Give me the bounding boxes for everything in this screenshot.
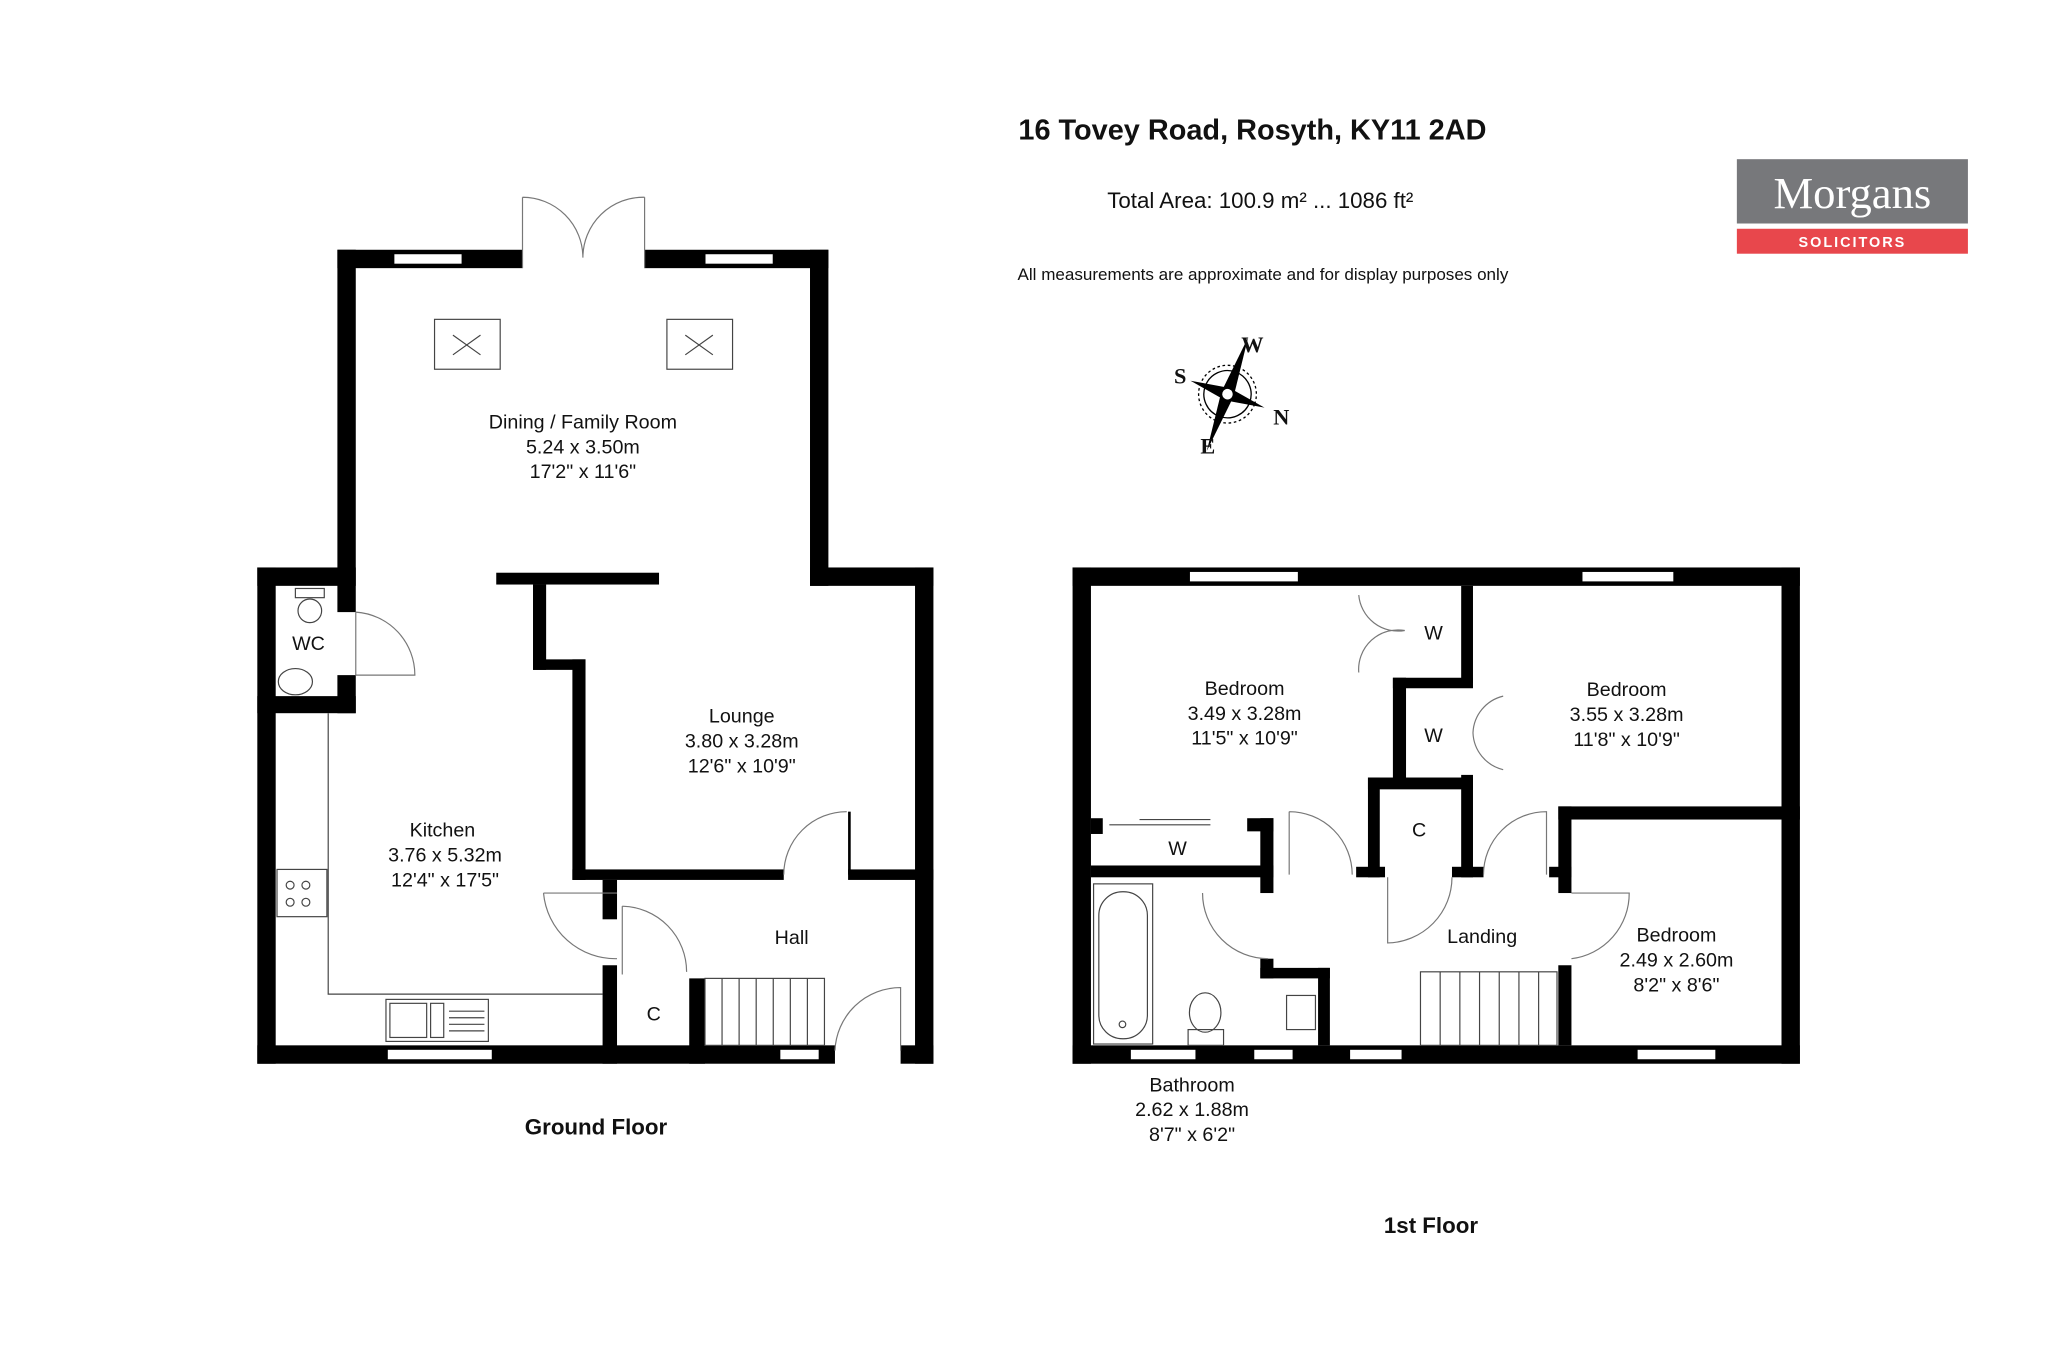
room-bedroom2-imperial: 11'8" x 10'9" bbox=[1573, 729, 1680, 751]
property-title: 16 Tovey Road, Rosyth, KY11 2AD bbox=[1018, 114, 1486, 146]
compass-icon bbox=[1190, 337, 1265, 451]
room-kitchen-name: Kitchen bbox=[410, 820, 476, 842]
room-bedroom3-imperial: 8'2" x 8'6" bbox=[1633, 975, 1719, 997]
compass-n: N bbox=[1273, 404, 1289, 429]
room-wardrobe1-name: W bbox=[1424, 623, 1443, 645]
room-bedroom1-imperial: 11'5" x 10'9" bbox=[1191, 728, 1298, 750]
disclaimer: All measurements are approximate and for… bbox=[1018, 265, 1509, 284]
svg-text:SOLICITORS: SOLICITORS bbox=[1799, 235, 1907, 251]
ground-floor-label: Ground Floor bbox=[525, 1115, 668, 1140]
room-hall-name: Hall bbox=[775, 927, 809, 949]
room-dining-name: Dining / Family Room bbox=[489, 411, 677, 433]
room-wc-name: WC bbox=[292, 633, 325, 655]
first-floor-label: 1st Floor bbox=[1384, 1213, 1478, 1238]
room-wardrobe3-name: W bbox=[1168, 838, 1187, 860]
room-bathroom-name: Bathroom bbox=[1149, 1074, 1234, 1096]
compass-w: W bbox=[1241, 332, 1263, 357]
room-wardrobe2-name: W bbox=[1424, 725, 1443, 747]
room-bedroom1-metric: 3.49 x 3.28m bbox=[1188, 703, 1302, 725]
room-landing-name: Landing bbox=[1447, 926, 1517, 948]
compass-e: E bbox=[1200, 433, 1215, 458]
total-area: Total Area: 100.9 m² ... 1086 ft² bbox=[1107, 188, 1413, 213]
room-bedroom2-name: Bedroom bbox=[1587, 679, 1667, 701]
room-lounge-metric: 3.80 x 3.28m bbox=[685, 730, 799, 752]
room-bedroom3-metric: 2.49 x 2.60m bbox=[1620, 950, 1734, 972]
room-dining-metric: 5.24 x 3.50m bbox=[526, 436, 640, 458]
room-bedroom1-name: Bedroom bbox=[1205, 678, 1285, 700]
morgans-logo: Morgans SOLICITORS bbox=[1736, 159, 1968, 254]
room-cupboard-name: C bbox=[1412, 820, 1426, 842]
ground-floor-plan: Dining / Family Room 5.24 x 3.50m 17'2" … bbox=[257, 196, 934, 1064]
room-lounge-name: Lounge bbox=[709, 705, 775, 727]
room-bathroom-metric: 2.62 x 1.88m bbox=[1135, 1099, 1249, 1121]
room-kitchen-metric: 3.76 x 5.32m bbox=[388, 845, 502, 867]
svg-text:Morgans: Morgans bbox=[1773, 168, 1931, 218]
room-lounge-imperial: 12'6" x 10'9" bbox=[688, 755, 796, 777]
room-bathroom-imperial: 8'7" x 6'2" bbox=[1149, 1124, 1235, 1146]
room-kitchen-imperial: 12'4" x 17'5" bbox=[391, 869, 499, 891]
room-bedroom2-metric: 3.55 x 3.28m bbox=[1570, 704, 1684, 726]
room-bedroom3-name: Bedroom bbox=[1637, 925, 1717, 947]
first-floor-plan: Bedroom 3.49 x 3.28m 11'5" x 10'9" Bedro… bbox=[1072, 567, 1800, 1146]
room-cupboard-name: C bbox=[647, 1003, 661, 1025]
compass-s: S bbox=[1174, 364, 1186, 389]
room-dining-imperial: 17'2" x 11'6" bbox=[530, 461, 637, 483]
